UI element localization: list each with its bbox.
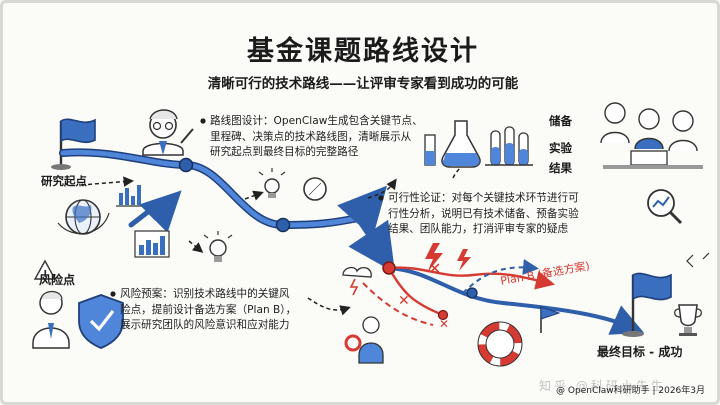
bullet-dot xyxy=(378,195,384,201)
compass-icon xyxy=(303,177,327,201)
start-label: 研究起点 xyxy=(41,174,87,188)
shield-check-icon xyxy=(78,294,124,349)
risk-plan-line: 展示研究团队的风险意识和应对能力 xyxy=(120,319,290,331)
bullet-dot xyxy=(110,291,116,297)
milestone-node xyxy=(178,157,194,173)
trophy-icon xyxy=(673,304,703,336)
milestone-flag-icon xyxy=(540,306,561,333)
person-icon xyxy=(344,316,384,364)
roadmap-line: 研究起点到最终目标的完整路径 xyxy=(210,146,359,158)
goal-label: 最终目标 - 成功 xyxy=(597,345,683,359)
decision-node xyxy=(275,217,291,233)
footer-credit: @ OpenClaw科研助手 | 2026年3月 xyxy=(556,386,705,396)
risk-plan-line: 险点，提前设计备选方案（Plan B）， xyxy=(120,303,297,316)
lifebuoy-icon xyxy=(477,321,523,367)
feasibility-line: 行性分析，说明已有技术储备、预备实验 xyxy=(388,207,579,220)
lightbulb-icon xyxy=(258,168,286,198)
test-tubes-icon xyxy=(485,126,533,166)
scientist-risk-icon xyxy=(32,290,70,349)
page-subtitle: 清晰可行的技术路线——让评审专家看到成功的可能 xyxy=(207,76,519,92)
globe-icon xyxy=(57,199,110,235)
bullet-dot xyxy=(200,118,206,124)
feasibility-block: 可行性论证：对每个关键技术环节进行可 行性分析，说明已有技术储备、预备实验 结果… xyxy=(388,191,638,238)
roadmap-block: 路线图设计：OpenClaw生成包含关键节点、 里程碑、决策点的技术路线图，清晰… xyxy=(210,114,470,161)
start-flag-icon xyxy=(51,118,96,170)
roadmap-line: 里程碑、决策点的技术路线图，清晰展示从 xyxy=(210,130,412,143)
main-route xyxy=(59,148,396,273)
risk-plan-block: 风险预案：识别技术路线中的关键风 险点，提前设计备选方案（Plan B）， 展示… xyxy=(120,287,352,334)
feasibility-line: 可行性论证：对每个关键技术环节进行可 xyxy=(388,192,579,204)
research-team-icon xyxy=(600,102,703,169)
svg-text:!: ! xyxy=(43,269,48,280)
scientist-icon xyxy=(142,109,194,156)
feasibility-line: 结果、团队能力，打消评审专家的疑虑 xyxy=(388,223,569,235)
watermark: 知乎 @科研小先生 xyxy=(539,379,666,393)
storm-cloud-icon xyxy=(342,266,372,296)
roadmap-line: 路线图设计：OpenClaw生成包含关键节点、 xyxy=(210,115,423,127)
risk-plan-line: 风险预案：识别技术路线中的关键风 xyxy=(120,288,290,300)
experiment-label: 实验 xyxy=(549,141,572,155)
diagram-canvas: ✕ ✕ ✕ xyxy=(32,102,710,367)
warning-icon: ! xyxy=(33,259,57,280)
reserve-label: 储备 xyxy=(549,114,572,128)
lightning-icon xyxy=(425,243,471,273)
page-title: 基金课题路线设计 xyxy=(247,36,479,67)
lightbulb-icon xyxy=(203,231,233,262)
bar-chart-icon xyxy=(116,185,144,207)
results-label: 结果 xyxy=(549,161,572,175)
lower-routes: ✕ ✕ ✕ xyxy=(362,259,645,335)
goal-flag-icon xyxy=(622,272,672,337)
x-mark: ✕ xyxy=(439,317,449,331)
line-chart-icon xyxy=(134,230,170,258)
magnifier-chart-icon xyxy=(647,189,683,225)
flask-icon xyxy=(424,120,481,168)
x-mark: ✕ xyxy=(398,293,410,309)
risk-label: 风险点 xyxy=(39,273,76,287)
growth-arrow-icon xyxy=(128,190,182,233)
